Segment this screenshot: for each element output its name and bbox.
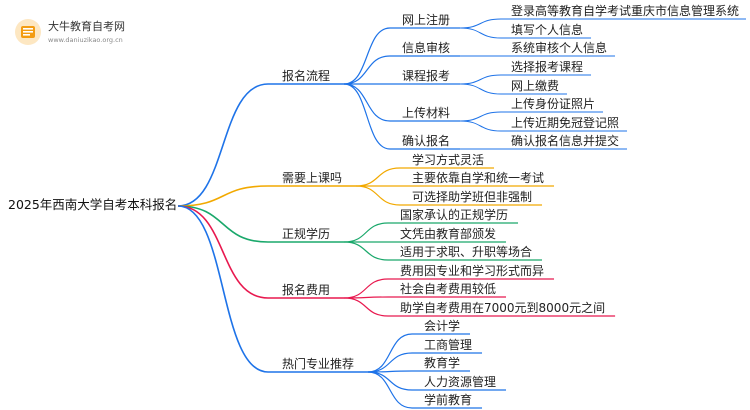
connector-root-branch-registration-process — [177, 83, 269, 207]
connector-leaf-flexible-study — [356, 167, 401, 187]
logo-url: www.daniuzikao.org.cn — [48, 36, 123, 44]
node-online-register: 网上注册 — [402, 13, 451, 27]
leaf-upload-portrait: 上传近期免冠登记照 — [511, 116, 620, 130]
node-upload-materials: 上传材料 — [402, 106, 451, 120]
leaf-optional-class: 可选择助学班但非强制 — [412, 190, 533, 204]
leaf-online-payment: 网上缴费 — [511, 79, 560, 93]
connector-leaf-upload-portrait — [460, 120, 502, 132]
leaf-state-recognized: 国家承认的正规学历 — [400, 208, 509, 222]
connector-leaf-optional-class — [356, 185, 401, 206]
book-logo-icon — [15, 19, 41, 45]
connector-root-branch-fees — [177, 205, 269, 299]
leaf-assisted-fee: 助学自考费用在7000元到8000元之间 — [400, 301, 606, 315]
connector-leaf-preschool-education — [367, 371, 413, 409]
leaf-confirm-submit: 确认报名信息并提交 — [511, 134, 620, 148]
leaf-education: 教育学 — [424, 356, 461, 370]
connector-node-upload-materials — [343, 83, 391, 122]
branch-need-classes: 需要上课吗 — [282, 171, 343, 185]
connector-node-info-review — [344, 55, 391, 85]
branch-formal-degree: 正规学历 — [282, 227, 331, 241]
leaf-choose-course: 选择报考课程 — [511, 60, 584, 74]
connector-leaf-choose-course — [460, 74, 502, 85]
branch-fees: 报名费用 — [282, 283, 331, 297]
connector-node-confirm-registration — [343, 83, 391, 150]
connector-leaf-login-system — [460, 18, 502, 29]
connector-leaf-fill-info — [460, 27, 502, 39]
site-logo: 大牛教育自考网 www.daniuzikao.org.cn — [14, 14, 154, 50]
leaf-login-system: 登录高等教育自学考试重庆市信息管理系统 — [511, 4, 740, 18]
leaf-issued-by-moe: 文凭由教育部颁发 — [400, 227, 497, 241]
connector-leaf-for-career — [344, 241, 389, 261]
connector-leaf-human-resources — [368, 371, 413, 391]
connector-leaf-upload-id-photo — [460, 111, 502, 122]
leaf-business-admin: 工商管理 — [424, 338, 473, 352]
connector-leaf-online-payment — [460, 83, 502, 95]
leaf-social-low-cost: 社会自考费用较低 — [400, 282, 497, 296]
connector-root-branch-formal-degree — [177, 205, 269, 243]
leaf-fee-varies: 费用因专业和学习形式而异 — [400, 264, 545, 278]
connector-leaf-business-admin — [368, 352, 413, 373]
leaf-for-career: 适用于求职、升职等场合 — [400, 245, 533, 259]
leaf-accounting: 会计学 — [424, 319, 461, 333]
leaf-upload-id-photo: 上传身份证照片 — [511, 97, 596, 111]
connector-leaf-assisted-fee — [344, 297, 389, 317]
leaf-system-review: 系统审核个人信息 — [511, 41, 608, 55]
connector-root-branch-popular-majors — [177, 205, 269, 373]
connector-leaf-fee-varies — [344, 278, 389, 299]
branch-registration-process: 报名流程 — [282, 69, 331, 83]
connector-leaf-state-recognized — [344, 222, 389, 243]
connector-root-branch-need-classes — [177, 185, 269, 207]
root-topic: 2025年西南大学自考本科报名 — [8, 197, 178, 212]
node-course-apply: 课程报考 — [402, 69, 451, 83]
leaf-preschool-education: 学前教育 — [424, 393, 473, 407]
logo-name: 大牛教育自考网 — [48, 20, 125, 33]
leaf-fill-info: 填写个人信息 — [511, 23, 584, 37]
leaf-flexible-study: 学习方式灵活 — [412, 153, 485, 167]
connector-node-online-register — [343, 27, 391, 85]
branch-popular-majors: 热门专业推荐 — [282, 357, 355, 371]
node-info-review: 信息审核 — [402, 41, 451, 55]
leaf-human-resources: 人力资源管理 — [424, 375, 497, 389]
node-confirm-registration: 确认报名 — [402, 134, 451, 148]
leaf-self-study-exam: 主要依靠自学和统一考试 — [412, 171, 545, 185]
